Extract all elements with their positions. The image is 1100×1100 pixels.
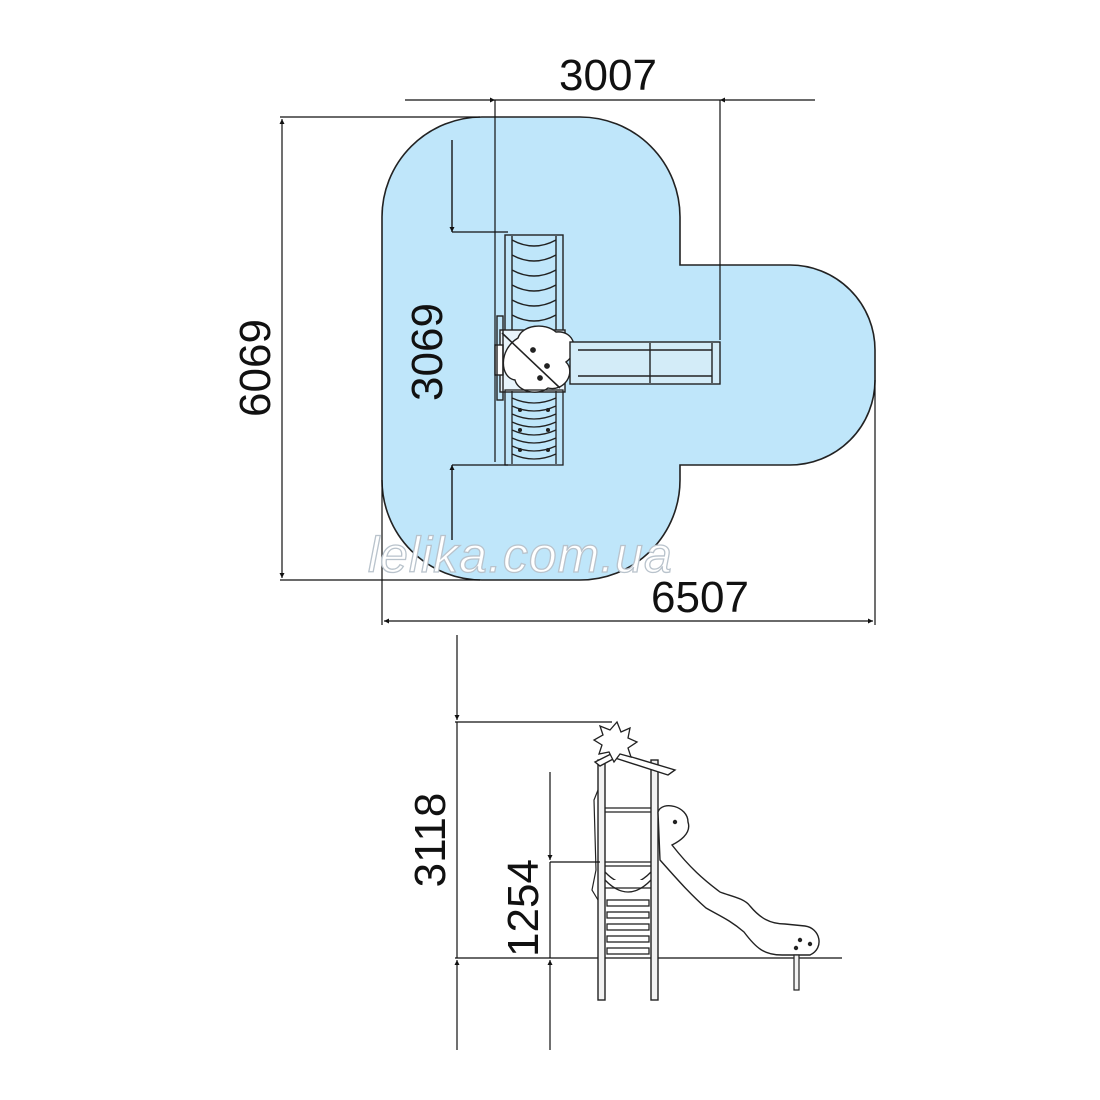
dim-platform-height [547, 772, 600, 1050]
plan-slide [569, 341, 721, 385]
label-total-height: 3118 [406, 793, 455, 888]
side-ladder [606, 899, 650, 955]
label-tower-span: 3069 [403, 303, 452, 401]
dim-total-height [454, 635, 612, 1050]
dim-total-width [381, 380, 876, 625]
slide-holes [672, 819, 813, 951]
slide-foot [793, 954, 800, 991]
side-view: 3118 1254 [406, 635, 842, 1050]
sun-ornament [592, 720, 639, 764]
dim-platform-depth [405, 97, 815, 462]
side-panel [591, 789, 599, 901]
plan-view: 3007 6069 3069 6507 [231, 51, 876, 625]
side-frame [605, 807, 651, 867]
side-slide [657, 804, 820, 956]
dim-total-length [279, 116, 480, 581]
label-platform-height: 1254 [499, 859, 548, 957]
label-platform-depth: 3007 [559, 51, 657, 100]
label-total-length: 6069 [231, 319, 280, 417]
side-platform [604, 871, 652, 893]
side-roof [593, 751, 677, 776]
plan-climber [504, 389, 564, 466]
plan-tower [494, 315, 575, 401]
watermark: lelika.com.ua [368, 527, 673, 583]
plan-ladder [504, 234, 564, 334]
label-total-width: 6507 [651, 573, 749, 622]
dim-tower-span [449, 140, 508, 540]
